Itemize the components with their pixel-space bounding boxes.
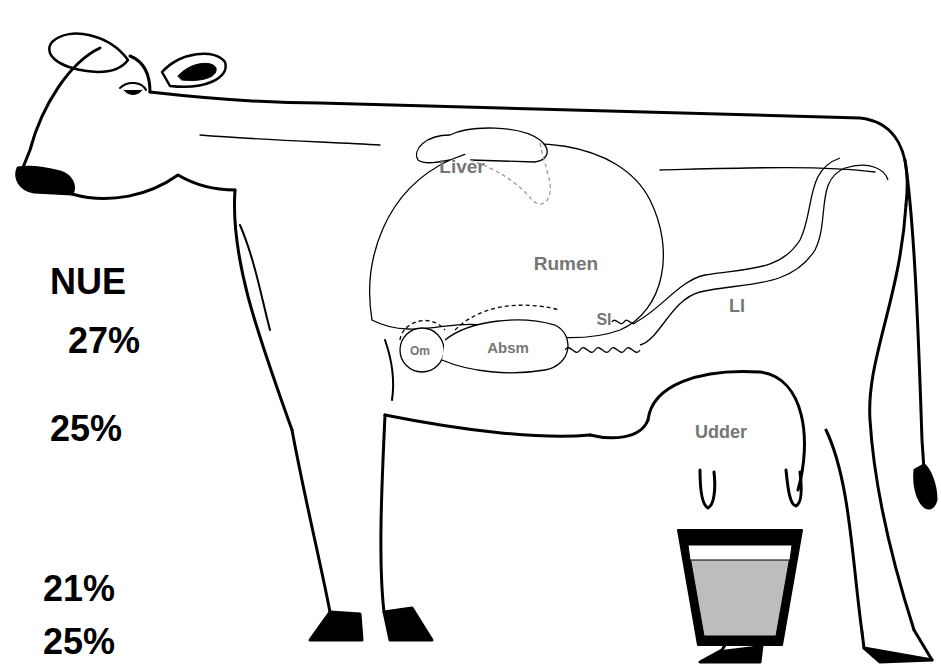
- nue-value: 25%: [50, 409, 122, 449]
- axis-heading: NUE: [50, 262, 126, 302]
- organ-label: SI: [596, 311, 611, 329]
- organ-label: Absm: [487, 340, 529, 357]
- nue-value: 21%: [43, 569, 115, 609]
- organ-label: Om: [410, 345, 430, 358]
- nue-value: 27%: [68, 321, 140, 361]
- nue-value: 25%: [43, 622, 115, 662]
- organ-label: LI: [729, 297, 745, 317]
- organ-label: Rumen: [534, 254, 598, 275]
- organ-label: Udder: [695, 423, 747, 443]
- organ-label: Liver: [439, 157, 484, 178]
